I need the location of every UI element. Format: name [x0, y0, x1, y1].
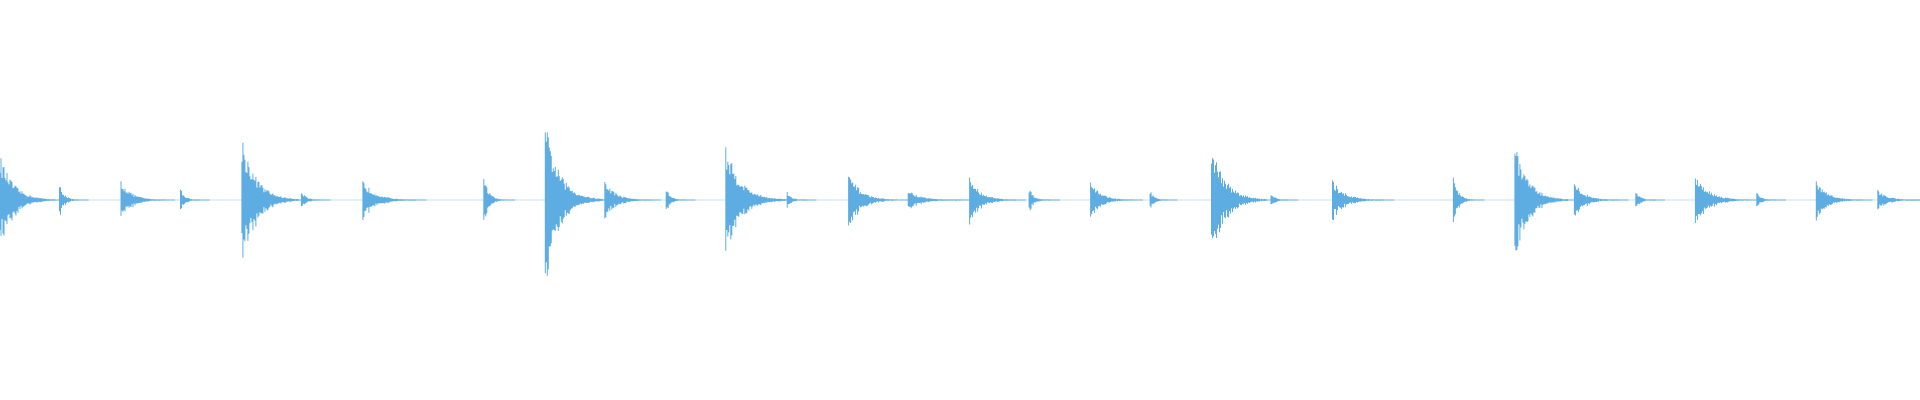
waveform-hit [665, 191, 696, 210]
waveform-hit [969, 177, 1026, 225]
waveform-hit-shape [241, 142, 300, 258]
waveform-hit-shape [969, 177, 1017, 225]
waveform-hit [120, 181, 176, 216]
waveform-hit-shape [1452, 177, 1475, 223]
waveform-hit-shape [604, 182, 652, 219]
waveform-hit-shape [59, 187, 79, 215]
waveform-hit [362, 181, 427, 221]
waveform-hit-shape [848, 176, 899, 226]
waveform-hit-shape [907, 192, 962, 209]
waveform-hit-shape [725, 147, 788, 251]
waveform-hit [1815, 181, 1873, 221]
waveform-hit-shape [544, 132, 603, 276]
waveform-hit [1270, 195, 1299, 205]
waveform-hit-shape [300, 193, 321, 207]
waveform-hit-shape [665, 191, 686, 210]
waveform-hit [1635, 193, 1665, 207]
waveform-hit [786, 192, 817, 208]
waveform-hit-shape [1028, 190, 1051, 211]
waveform-hit [1090, 182, 1143, 217]
waveform-hit [907, 192, 972, 209]
waveform-hit-shape [180, 189, 200, 209]
waveform-hit [1756, 193, 1786, 207]
waveform-hit [241, 142, 310, 258]
waveform-hit-shape [120, 181, 166, 216]
waveform-hit-shape [786, 192, 807, 208]
waveform-hit-shape [362, 181, 417, 221]
waveform-hit [725, 147, 798, 251]
waveform-hit-shape [1270, 195, 1289, 205]
waveform-hit [1211, 158, 1278, 238]
waveform-hit [1877, 190, 1920, 210]
waveform-hit [1514, 152, 1579, 251]
waveform-hit [483, 178, 515, 220]
waveform-hits [0, 132, 1920, 276]
waveform-hit-shape [1756, 193, 1777, 207]
waveform-hit-shape [0, 158, 56, 236]
waveform-hit [604, 182, 661, 219]
waveform-hit [59, 187, 89, 215]
waveform-hit [544, 132, 613, 276]
waveform-hit [1332, 180, 1395, 220]
waveform-hit [1028, 190, 1061, 211]
waveform-hit-shape [1694, 178, 1749, 223]
waveform-hit [180, 189, 210, 209]
waveform-hit [1452, 177, 1485, 223]
waveform-hit [848, 176, 909, 226]
waveform-hit-shape [1573, 184, 1619, 216]
waveform-hit-shape [1635, 193, 1656, 207]
waveform-hit-shape [483, 178, 506, 220]
waveform-hit-shape [1149, 192, 1168, 208]
waveform-hit-shape [1332, 180, 1384, 220]
waveform-hit [1573, 184, 1629, 216]
waveform-hit-shape [1815, 181, 1863, 221]
waveform-hit [300, 193, 331, 207]
waveform-hit-shape [1514, 152, 1569, 251]
waveform-hit [1694, 178, 1760, 223]
waveform-hit-shape [1877, 190, 1920, 210]
waveform-hit [0, 158, 66, 236]
waveform-hit-shape [1211, 158, 1267, 238]
waveform-hit-shape [1090, 182, 1134, 217]
waveform-hit [1149, 192, 1178, 208]
